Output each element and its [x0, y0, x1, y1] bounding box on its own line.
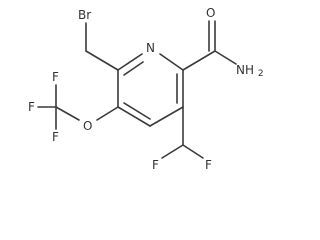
atom-ether-oxygen: O	[83, 119, 92, 133]
molecule-structure: Br N O NH 2 O F F F F F	[28, 6, 264, 172]
atom-chf2-fluorine-right: F	[205, 158, 212, 172]
bond-chf2-f-right	[182, 144, 204, 159]
atom-cf3-fluorine-left: F	[28, 100, 35, 114]
atom-cf3-fluorine-bottom: F	[52, 130, 59, 144]
bond-c5-c4	[149, 106, 184, 127]
bond-c2-ch2	[85, 50, 119, 71]
bond-o-cf3	[55, 106, 80, 121]
bond-c2-n	[117, 53, 143, 71]
atom-carbonyl-oxygen: O	[206, 6, 215, 20]
atom-amide-nitrogen: NH 2	[236, 63, 264, 79]
bond-c6-carbonyl	[182, 50, 216, 71]
structure-canvas: Br N O NH 2 O F F F F F	[28, 6, 264, 172]
atom-bromine: Br	[78, 8, 91, 22]
bond-c4-c3-inner	[123, 102, 151, 120]
bond-n-c6	[159, 53, 184, 71]
atom-ring-nitrogen: N	[146, 41, 155, 55]
amide-subscript: 2	[258, 69, 264, 79]
atom-labels: Br N O NH 2 O F F F F F	[28, 6, 264, 172]
bond-chf2-f-left	[161, 144, 184, 159]
bond-c4-c3	[117, 106, 151, 127]
atom-cf3-fluorine-top: F	[52, 70, 59, 84]
bond-layer	[37, 20, 237, 159]
bond-c3-o	[96, 106, 119, 121]
bond-carbonyl-n	[214, 50, 237, 65]
bond-c2-n-inner	[123, 61, 144, 76]
amide-nh-text: NH	[236, 63, 254, 77]
atom-chf2-fluorine-left: F	[152, 158, 159, 172]
